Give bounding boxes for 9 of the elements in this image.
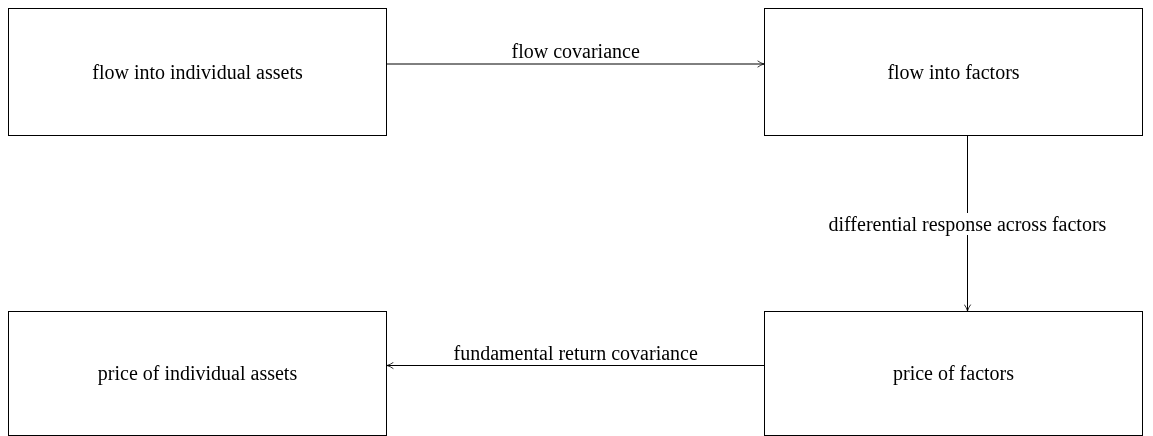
- process-box: [764, 8, 1143, 136]
- box-label: flow into factors: [887, 60, 1020, 84]
- box-label: price of individual assets: [97, 362, 298, 385]
- process-box: [8, 8, 387, 136]
- edge-label: differential response across factors: [827, 212, 1108, 235]
- box-label: price of factors: [892, 362, 1014, 385]
- box-label: flow into individual assets: [92, 60, 303, 84]
- process-box: [8, 311, 387, 436]
- process-box: [764, 311, 1143, 436]
